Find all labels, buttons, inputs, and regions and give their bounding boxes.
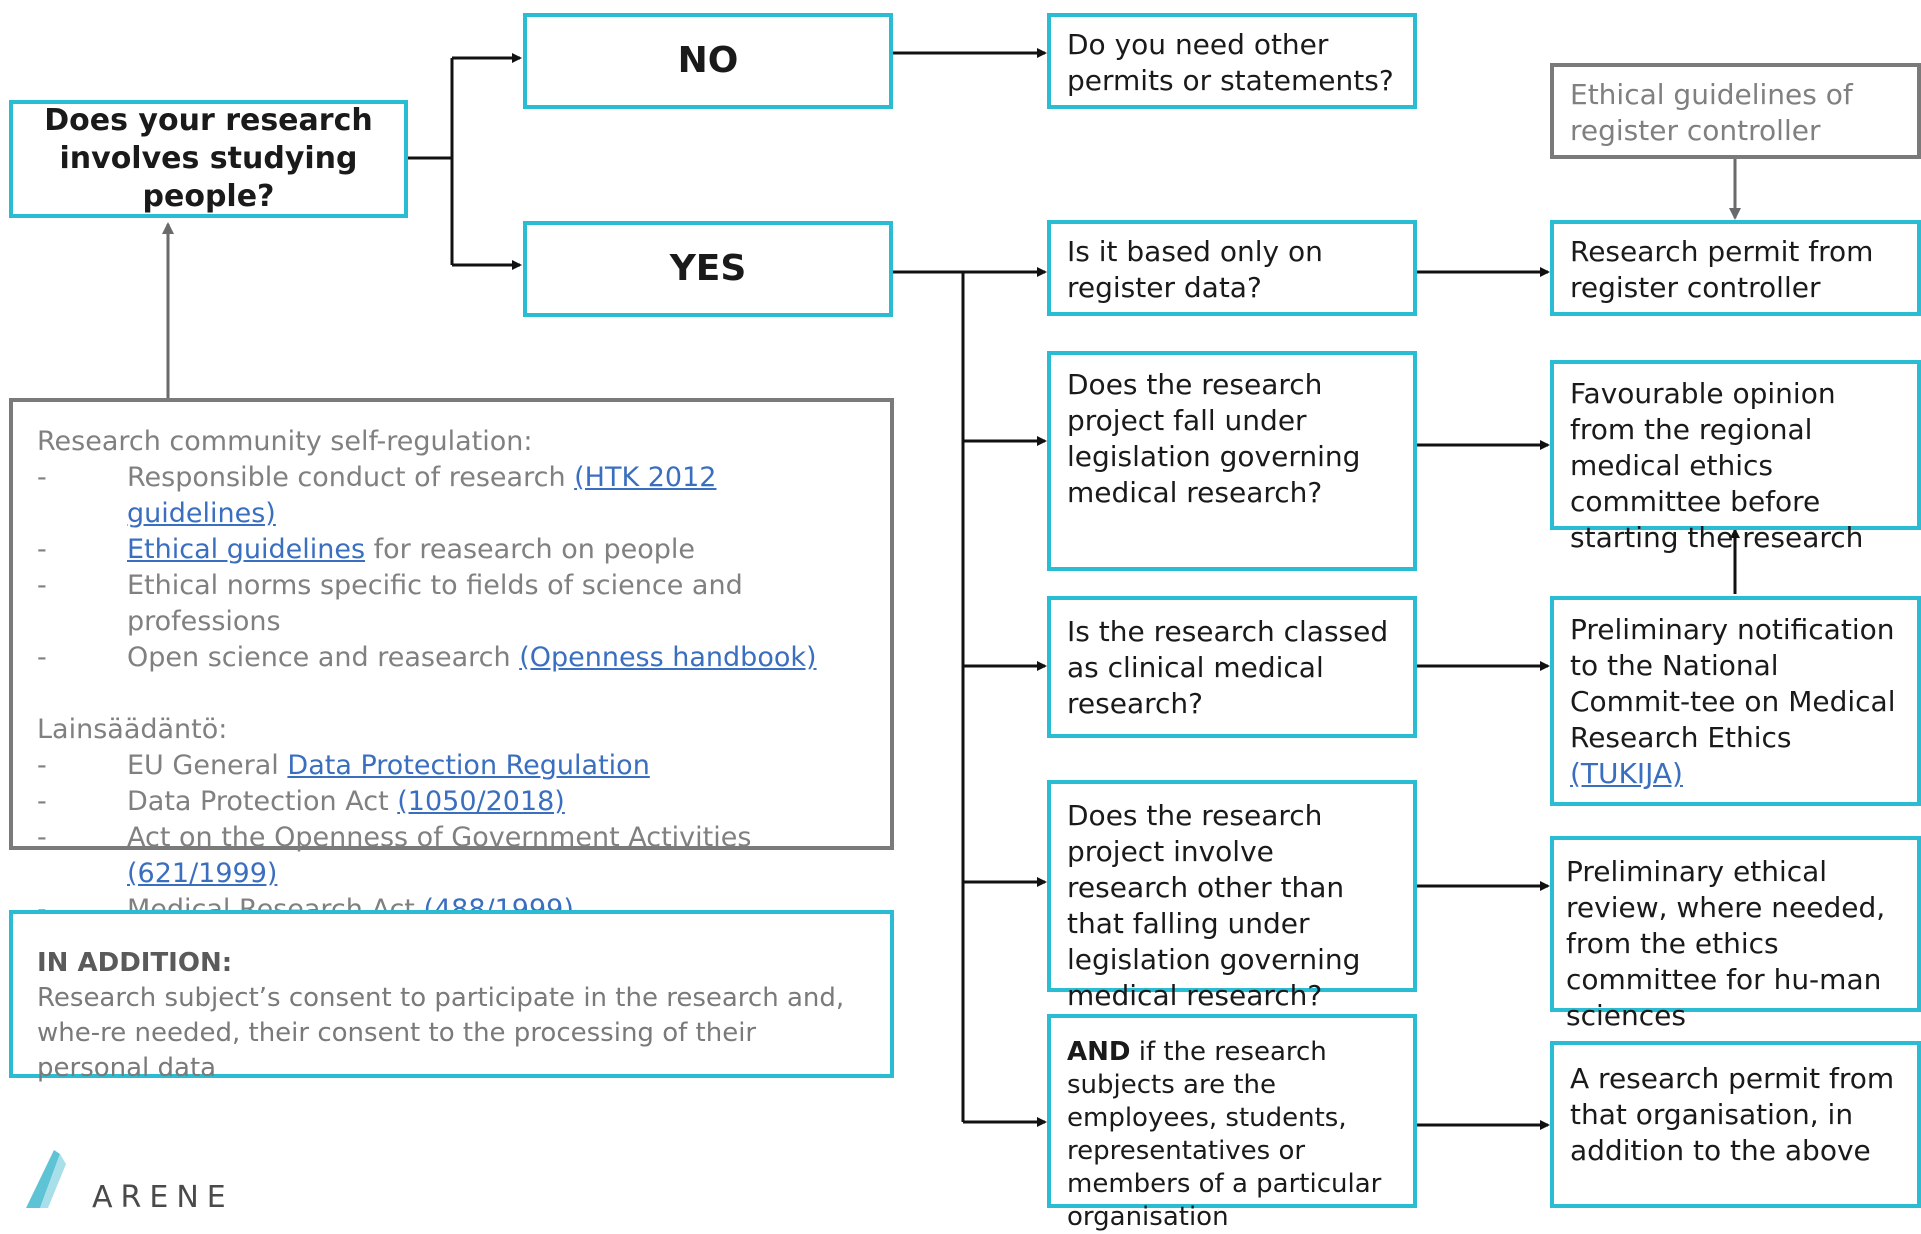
openness-act-link[interactable]: (621/1999) (127, 858, 278, 889)
no-box: NO (523, 13, 893, 109)
item-text: Open science and reasearch (127, 642, 520, 673)
in-addition-box: IN ADDITION: Research subject’s consent … (9, 910, 894, 1083)
other-permits-box: Do you need other permits or statements? (1047, 13, 1417, 109)
dash: - (37, 786, 47, 817)
item-text: Ethical norms specific to fields of scie… (127, 570, 743, 637)
register-guidelines-text: Ethical guidelines of register controlle… (1570, 78, 1853, 147)
list-item: - Ethical norms specific to fields of sc… (37, 568, 866, 640)
register-guidelines-box: Ethical guidelines of register controlle… (1550, 63, 1921, 159)
data-protection-act-link[interactable]: (1050/2018) (397, 786, 565, 817)
question-organisation: AND if the research subjects are the emp… (1047, 1014, 1417, 1232)
connector-lines (162, 48, 1741, 1130)
tukija-link[interactable]: (TUKIJA) (1570, 757, 1683, 790)
result-register-permit: Research permit from register controller (1550, 220, 1921, 316)
list-item: - EU General Data Protection Regulation (37, 748, 866, 784)
arene-logo-icon (26, 1150, 66, 1208)
result-ethical-review: Preliminary ethical review, where needed… (1550, 836, 1921, 1032)
result-register-permit-text: Research permit from register controller (1570, 235, 1874, 304)
item-text: Data Protection Act (127, 786, 398, 817)
no-label: NO (677, 40, 739, 81)
dash: - (37, 642, 47, 673)
list-item: - Responsible conduct of research (HTK 2… (37, 460, 866, 532)
yes-box: YES (523, 221, 893, 317)
result-favourable-opinion-text: Favourable opinion from the regional med… (1570, 377, 1864, 554)
other-permits-text: Do you need other permits or statements? (1067, 28, 1394, 97)
result-favourable-opinion: Favourable opinion from the regional med… (1550, 360, 1921, 554)
result-organisation-permit-text: A research permit from that organisation… (1570, 1062, 1895, 1167)
result-tukija-notification: Preliminary notification to the National… (1550, 596, 1921, 806)
dash: - (37, 534, 47, 565)
question-other-research: Does the research project involve resear… (1047, 780, 1417, 1012)
question-other-research-text: Does the research project involve resear… (1067, 799, 1361, 1012)
dash: - (37, 750, 47, 781)
dash: - (37, 570, 47, 601)
question-register-data: Is it based only on register data? (1047, 220, 1417, 316)
in-addition-text: Research subject’s consent to participat… (37, 983, 845, 1083)
research-question-box: Does your research involves studying peo… (9, 100, 408, 218)
list-item: - Data Protection Act (1050/2018) (37, 784, 866, 820)
dash: - (37, 462, 47, 493)
question-clinical-research-text: Is the research classed as clinical medi… (1067, 615, 1389, 720)
htk-guidelines-link[interactable]: (HTK 2012 guidelines) (127, 462, 717, 529)
result-ethical-review-text: Preliminary ethical review, where needed… (1566, 855, 1886, 1032)
result-organisation-permit: A research permit from that organisation… (1550, 1041, 1921, 1208)
list-item: - Open science and reasearch (Openness h… (37, 640, 866, 676)
list-item: - Ethical guidelines for reasearch on pe… (37, 532, 866, 568)
question-register-data-text: Is it based only on register data? (1067, 235, 1323, 304)
in-addition-heading: IN ADDITION: (37, 948, 233, 978)
question-medical-legislation-text: Does the research project fall under leg… (1067, 368, 1361, 509)
dash: - (37, 892, 127, 928)
self-regulation-heading: Research community self-regulation: (37, 426, 533, 457)
question-organisation-bold: AND (1067, 1037, 1131, 1067)
item-text: EU General (127, 750, 288, 781)
legislation-heading: Lainsäädäntö: (37, 714, 228, 745)
question-clinical-research: Is the research classed as clinical medi… (1047, 596, 1417, 738)
dash: - (37, 822, 47, 853)
item-text: Responsible conduct of research (127, 462, 575, 493)
ethical-guidelines-link[interactable]: Ethical guidelines (127, 534, 366, 565)
gdpr-link[interactable]: Data Protection Regulation (287, 750, 650, 781)
self-regulation-panel: Research community self-regulation: - Re… (9, 398, 894, 925)
result-tukija-text: Preliminary notification to the National… (1570, 613, 1896, 754)
yes-label: YES (669, 248, 747, 289)
arene-logo-text: ARENE (92, 1180, 234, 1215)
list-item: - Act on the Openness of Government Acti… (37, 820, 866, 892)
question-medical-legislation: Does the research project fall under leg… (1047, 351, 1417, 571)
openness-handbook-link[interactable]: (Openness handbook) (519, 642, 817, 673)
item-text: Act on the Openness of Government Activi… (127, 822, 752, 853)
research-question-text: Does your research involves studying peo… (44, 103, 373, 214)
item-text: for reasearch on people (365, 534, 695, 565)
